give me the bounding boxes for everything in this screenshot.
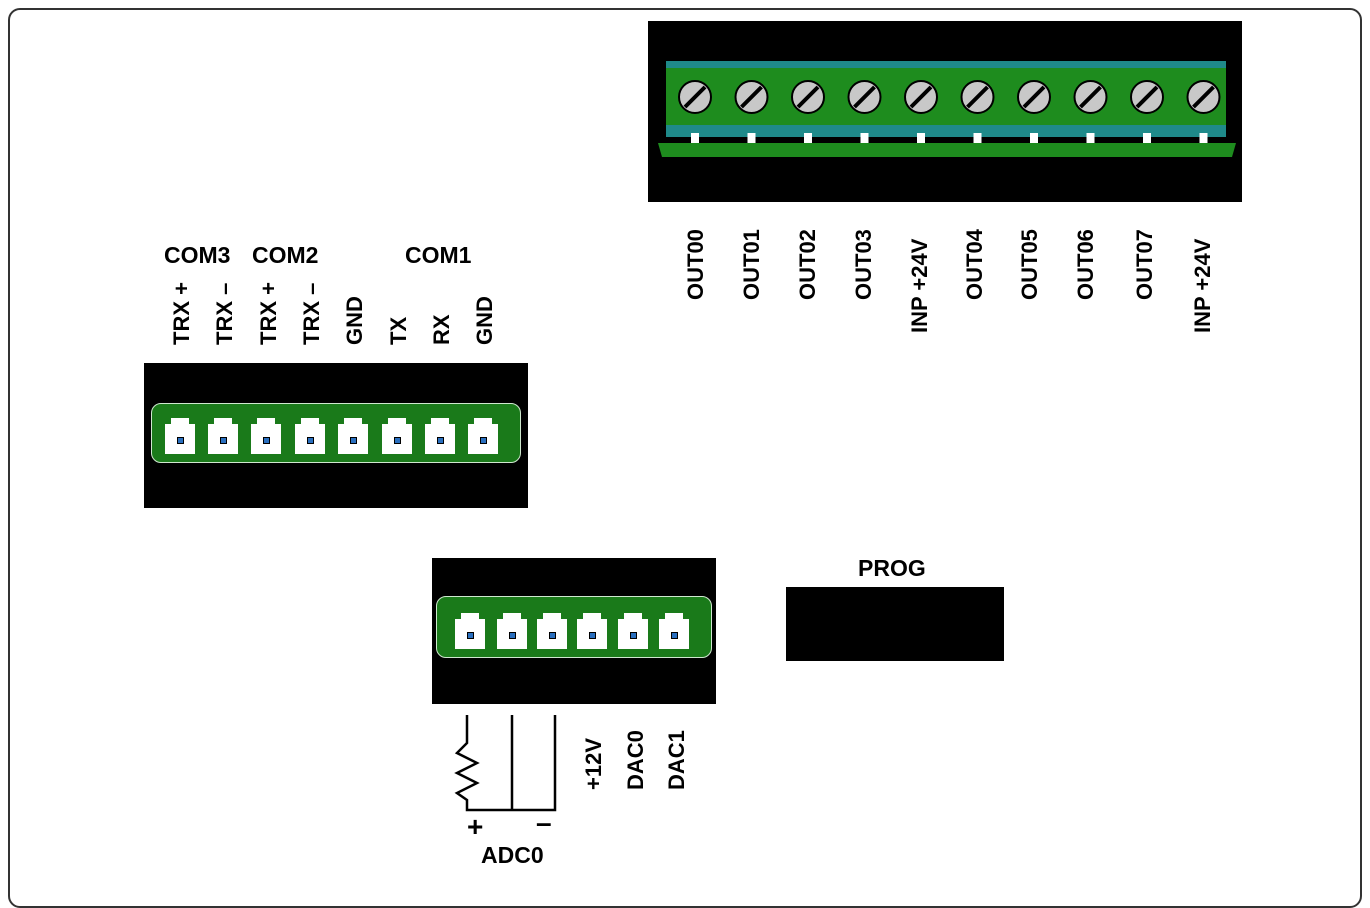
screw-icon (1017, 80, 1051, 114)
terminal-slot (747, 133, 756, 143)
label-out00: OUT00 (683, 229, 708, 300)
label-rx: RX (429, 314, 454, 345)
screw-icon (791, 80, 825, 114)
terminal-slot (1086, 133, 1095, 143)
label-out06: OUT06 (1073, 229, 1098, 300)
terminal-slot (860, 133, 869, 143)
analog-connector-block (432, 558, 716, 704)
label-com3-trx-minus: TRX – (212, 282, 237, 345)
analog-connector (436, 596, 712, 658)
com-pin (208, 418, 238, 454)
terminal-slot (691, 133, 699, 143)
com-pin (251, 418, 281, 454)
resistor-zigzag (454, 715, 557, 812)
screw-icon (847, 80, 882, 114)
label-gnd-1: GND (342, 296, 367, 345)
label-out05: OUT05 (1017, 229, 1042, 300)
header-com3: COM3 (164, 242, 231, 268)
screw-icon (678, 80, 712, 114)
screw-icon (1073, 80, 1108, 114)
screw-icon (960, 80, 995, 114)
label-out03: OUT03 (851, 229, 876, 300)
com-pin (425, 418, 455, 454)
terminal-slot (973, 133, 982, 143)
analog-pin (577, 613, 607, 649)
label-dac1: DAC1 (664, 730, 689, 790)
screw-icon (904, 80, 938, 114)
adc-minus-sign: – (536, 807, 552, 838)
analog-pin (659, 613, 689, 649)
terminal-slot (917, 133, 925, 143)
analog-pin (455, 613, 485, 649)
label-tx: TX (386, 316, 411, 345)
com-pin (338, 418, 368, 454)
label-inp24v-2: INP +24V (1190, 238, 1215, 333)
label-12v: +12V (581, 738, 606, 790)
potentiometer-wiring (454, 715, 557, 812)
com-pin (382, 418, 412, 454)
analog-pin (497, 613, 527, 649)
label-com2-trx-minus: TRX – (299, 282, 324, 345)
label-out01: OUT01 (739, 229, 764, 300)
label-out07: OUT07 (1132, 229, 1157, 300)
label-out02: OUT02 (795, 229, 820, 300)
terminal-slot (804, 133, 812, 143)
com-pin (468, 418, 498, 454)
prog-label: PROG (858, 555, 926, 581)
prog-header-block (786, 587, 1004, 661)
com-pin (165, 418, 195, 454)
label-com3-trx-plus: TRX + (169, 282, 194, 345)
com-connector (151, 403, 521, 463)
screw-icon (1130, 80, 1164, 114)
label-gnd-2: GND (472, 296, 497, 345)
analog-pin (618, 613, 648, 649)
terminal-slot (1030, 133, 1038, 143)
com-connector-block (144, 363, 528, 508)
adc0-label: ADC0 (481, 842, 544, 868)
screw-terminal-graphic (658, 61, 1236, 157)
label-com2-trx-plus: TRX + (256, 282, 281, 345)
header-com1: COM1 (405, 242, 472, 268)
screw-icon (1186, 80, 1221, 114)
analog-pin (537, 613, 567, 649)
label-inp24v-1: INP +24V (907, 238, 932, 333)
terminal-slot (1199, 133, 1208, 143)
screw-terminal-block (648, 21, 1242, 202)
header-com2: COM2 (252, 242, 319, 268)
screw-icon (734, 80, 769, 114)
label-dac0: DAC0 (623, 730, 648, 790)
label-out04: OUT04 (962, 229, 987, 300)
adc-plus-sign: + (467, 811, 484, 842)
com-pin (295, 418, 325, 454)
terminal-slot (1143, 133, 1151, 143)
